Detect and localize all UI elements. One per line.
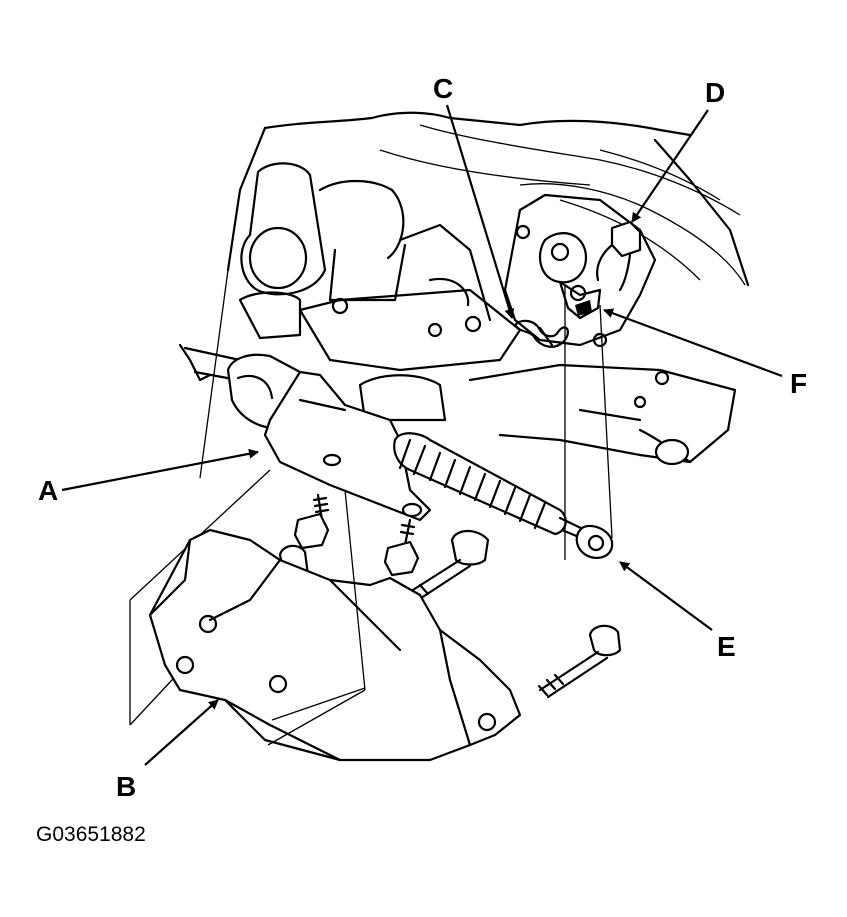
leader-a: [61, 448, 259, 492]
callout-a: A: [38, 475, 58, 506]
transmission-housing: [129, 111, 750, 726]
callout-f: F: [790, 368, 807, 399]
callout-e: E: [717, 631, 736, 662]
figure-code: G03651882: [36, 823, 146, 846]
leader-e: [619, 561, 713, 631]
linkage-bracket: [503, 193, 657, 348]
leader-b: [144, 699, 219, 766]
leader-d: [631, 109, 709, 223]
callout-b: B: [116, 771, 136, 802]
mounting-bracket: [148, 489, 522, 762]
leader-c: [445, 104, 515, 319]
leader-lines: [61, 104, 783, 766]
clutch-slave-cylinder: [178, 343, 432, 522]
leader-f: [603, 308, 783, 378]
pushrod-boot: [393, 285, 614, 560]
callout-d: D: [705, 77, 725, 108]
callout-c: C: [433, 73, 453, 104]
